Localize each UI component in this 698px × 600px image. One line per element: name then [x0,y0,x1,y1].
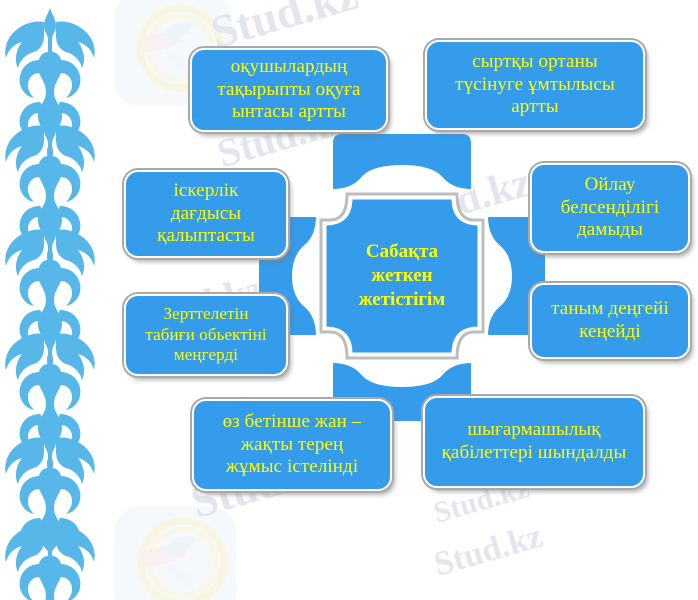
node-label: шығармашылық қабілеттері шындалды [441,419,627,463]
connector-up [331,132,473,192]
node-label: іскерлік дағдысы қалыптасты [157,179,255,247]
node-left-lower[interactable]: Зерттелетін табиғи обьектіні меңгерді [124,294,288,376]
center-node-label: Сабақта жеткен жетістігім [358,240,446,311]
node-label: өз бетінше жан – жақты терең жұмыс істел… [222,410,362,478]
center-node-shape [319,192,485,360]
center-node[interactable]: Сабақта жеткен жетістігім [317,190,487,362]
node-bottom-left[interactable]: өз бетінше жан – жақты терең жұмыс істел… [192,399,392,491]
node-bottom-right[interactable]: шығармашылық қабілеттері шындалды [423,396,645,488]
node-top-left[interactable]: оқушылардың тақырыпты оқуға ынтасы артты [190,48,388,132]
node-right-upper[interactable]: Ойлау белсенділігі дамыды [530,163,690,253]
node-top-right[interactable]: сыртқы ортаны түсінуге ұмтылысы артты [425,40,645,130]
node-label: таным деңгейі кеңейді [551,298,669,342]
node-label: Зерттелетін табиғи обьектіні меңгерді [145,304,267,365]
node-label: сыртқы ортаны түсінуге ұмтылысы артты [455,50,615,118]
node-label: Ойлау белсенділігі дамыды [560,173,660,241]
node-right-lower[interactable]: таным деңгейі кеңейді [530,283,690,359]
node-left-upper[interactable]: іскерлік дағдысы қалыптасты [124,170,288,258]
node-label: оқушылардың тақырыпты оқуға ынтасы артты [217,55,361,123]
